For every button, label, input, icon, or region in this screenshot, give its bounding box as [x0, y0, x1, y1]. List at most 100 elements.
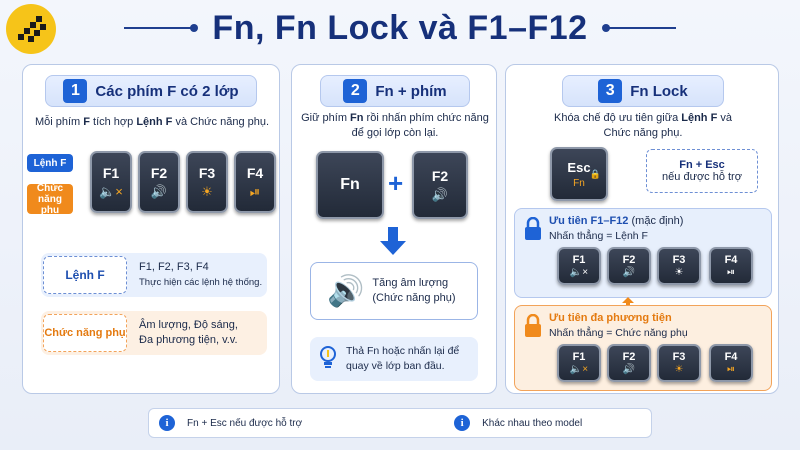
page-title: Fn, Fn Lock và F1–F12 [212, 8, 588, 47]
tag-lenh-f: Lệnh F [27, 154, 73, 172]
logo-icon [6, 4, 56, 54]
lenh-f-desc: Thực hiện các lệnh hệ thống. [139, 277, 263, 288]
priority-note: (mặc định) [628, 215, 684, 227]
volume-icon: 🔊 [150, 183, 168, 199]
key-label: F2 [622, 254, 636, 266]
panel1-description: Mỗi phím F tích hợp Lệnh F và Chức năng … [29, 115, 275, 130]
step-number: 2 [343, 79, 368, 103]
brightness-icon: ☀ [674, 364, 684, 375]
key-label: F1 [102, 164, 120, 181]
title-decoration-left [124, 24, 199, 32]
key-label: F1 [572, 254, 586, 266]
key-f4[interactable]: F4⏯ [709, 247, 753, 285]
footer-item-fn-esc: Fn + Esc nếu được hỗ trợ [187, 417, 303, 429]
panel-f-keys-layers: 1 Các phím F có 2 lớp Mỗi phím F tích hợ… [22, 64, 280, 394]
key-f2[interactable]: F2 🔊 [412, 151, 468, 219]
key-label: F2 [431, 167, 449, 184]
tag-text: Chức năng [36, 182, 64, 205]
chuc-nang-phu-label: Chức năng phụ [43, 314, 127, 352]
key-f3[interactable]: F3☀ [657, 344, 701, 382]
panel1-header: 1 Các phím F có 2 lớp [45, 75, 257, 107]
lenh-f-text: F1, F2, F3, F4 Thực hiện các lệnh hệ thố… [139, 260, 262, 290]
play-pause-icon: ⏯ [249, 183, 261, 199]
priority-fkeys-box: Ưu tiên F1–F12 (mặc định) Nhấn thẳng = L… [514, 208, 772, 298]
key-f4[interactable]: F4 ⏯ [234, 151, 276, 213]
panel3-heading: Fn Lock [630, 82, 688, 100]
lenh-f-label: Lệnh F [43, 256, 127, 294]
plus-sign: + [388, 168, 404, 198]
lenh-f-info: Lệnh F F1, F2, F3, F4 Thực hiện các lệnh… [41, 253, 267, 297]
tip-line: Thả Fn hoặc nhấn lại để [346, 345, 460, 357]
volume-icon: 🔊 [327, 274, 365, 308]
key-fn[interactable]: Fn [316, 151, 384, 219]
desc-text: và [717, 112, 732, 124]
panel2-header: 2 Fn + phím [320, 75, 470, 107]
panel3-header: 3 Fn Lock [562, 75, 724, 107]
key-label: F1 [572, 351, 586, 363]
tag-text: phụ [40, 204, 60, 216]
key-f4[interactable]: F4⏯ [709, 344, 753, 382]
panel2-heading: Fn + phím [375, 82, 447, 100]
chuc-line: Âm lượng, Độ sáng, [139, 319, 238, 331]
key-f1[interactable]: F1🔈× [557, 247, 601, 285]
desc-text: và Chức năng phụ. [172, 116, 270, 128]
volume-icon: 🔊 [431, 186, 449, 202]
key-label: F3 [672, 254, 686, 266]
key-f2[interactable]: F2🔊 [607, 247, 651, 285]
title-row: Fn, Fn Lock và F1–F12 [0, 6, 800, 50]
desc-text: Chức năng phụ. [603, 127, 683, 139]
panel-fn-plus-key: 2 Fn + phím Giữ phím Fn rồi nhấn phím ch… [291, 64, 497, 394]
lenh-f-keys: F1, F2, F3, F4 [139, 261, 209, 273]
mute-icon: 🔈× [569, 267, 589, 278]
result-line: (Chức năng phụ) [372, 292, 456, 304]
bulb-icon [318, 344, 338, 375]
key-label: F3 [198, 164, 216, 181]
key-f1[interactable]: F1 🔈× [90, 151, 132, 213]
fn-esc-note: Fn + Esc nếu được hỗ trợ [646, 149, 758, 193]
desc-text: rồi nhấn phím chức năng [363, 112, 489, 124]
key-sublabel: Fn [573, 177, 585, 189]
key-label: F3 [672, 351, 686, 363]
chuc-nang-phu-info: Chức năng phụ Âm lượng, Độ sáng, Đa phươ… [41, 311, 267, 355]
result-box: 🔊 Tăng âm lượng (Chức năng phụ) [310, 262, 478, 320]
desc-bold: Fn [350, 112, 364, 124]
tip-line: quay về lớp ban đầu. [346, 360, 445, 372]
tag-chuc-nang-phu: Chức năng phụ [27, 182, 73, 216]
priority-fkeys-title: Ưu tiên F1–F12 (mặc định) [549, 215, 683, 227]
step-number: 3 [598, 79, 623, 103]
chuc-line: Đa phương tiện, v.v. [139, 334, 238, 346]
brightness-icon: ☀ [674, 267, 684, 278]
brightness-icon: ☀ [201, 183, 213, 199]
key-f1[interactable]: F1🔈× [557, 344, 601, 382]
tip-box: Thả Fn hoặc nhấn lại để quay về lớp ban … [310, 337, 478, 381]
desc-text: để gọi lớp còn lại. [351, 127, 439, 139]
desc-text: Mỗi phím [34, 116, 84, 128]
volume-icon: 🔊 [622, 267, 636, 278]
mute-icon: 🔈× [99, 183, 123, 199]
info-icon: i [454, 415, 471, 431]
desc-bold: Lệnh F [681, 112, 718, 124]
arrow-down-icon [380, 227, 406, 260]
key-f3[interactable]: F3☀ [657, 247, 701, 285]
key-f3[interactable]: F3 ☀ [186, 151, 228, 213]
priority-media-sub: Nhấn thẳng = Chức năng phụ [549, 327, 688, 339]
result-line: Tăng âm lượng [372, 277, 449, 289]
desc-bold: F [83, 116, 90, 128]
key-f2[interactable]: F2 🔊 [138, 151, 180, 213]
lock-icon: 🔒 [589, 169, 601, 179]
play-pause-icon: ⏯ [727, 267, 735, 278]
desc-text: Giữ phím [301, 112, 351, 124]
key-f2[interactable]: F2🔊 [607, 344, 651, 382]
footer-notes: i Fn + Esc nếu được hỗ trợ i Khác nhau t… [148, 408, 652, 438]
combo-note: nếu được hỗ trợ [662, 171, 742, 183]
lock-icon [523, 216, 543, 246]
priority-media-title: Ưu tiên đa phương tiện [549, 312, 672, 324]
result-text: Tăng âm lượng (Chức năng phụ) [372, 276, 455, 306]
key-label: F4 [724, 254, 738, 266]
desc-text: Khóa chế độ ưu tiên giữa [553, 112, 682, 124]
key-label: F4 [246, 164, 264, 181]
key-esc-fn-lock[interactable]: Esc Fn 🔒 [550, 147, 608, 201]
play-pause-icon: ⏯ [727, 364, 735, 375]
priority-fkeys-sub: Nhấn thẳng = Lệnh F [549, 230, 648, 242]
priority-title-text: Ưu tiên F1–F12 [549, 215, 629, 227]
